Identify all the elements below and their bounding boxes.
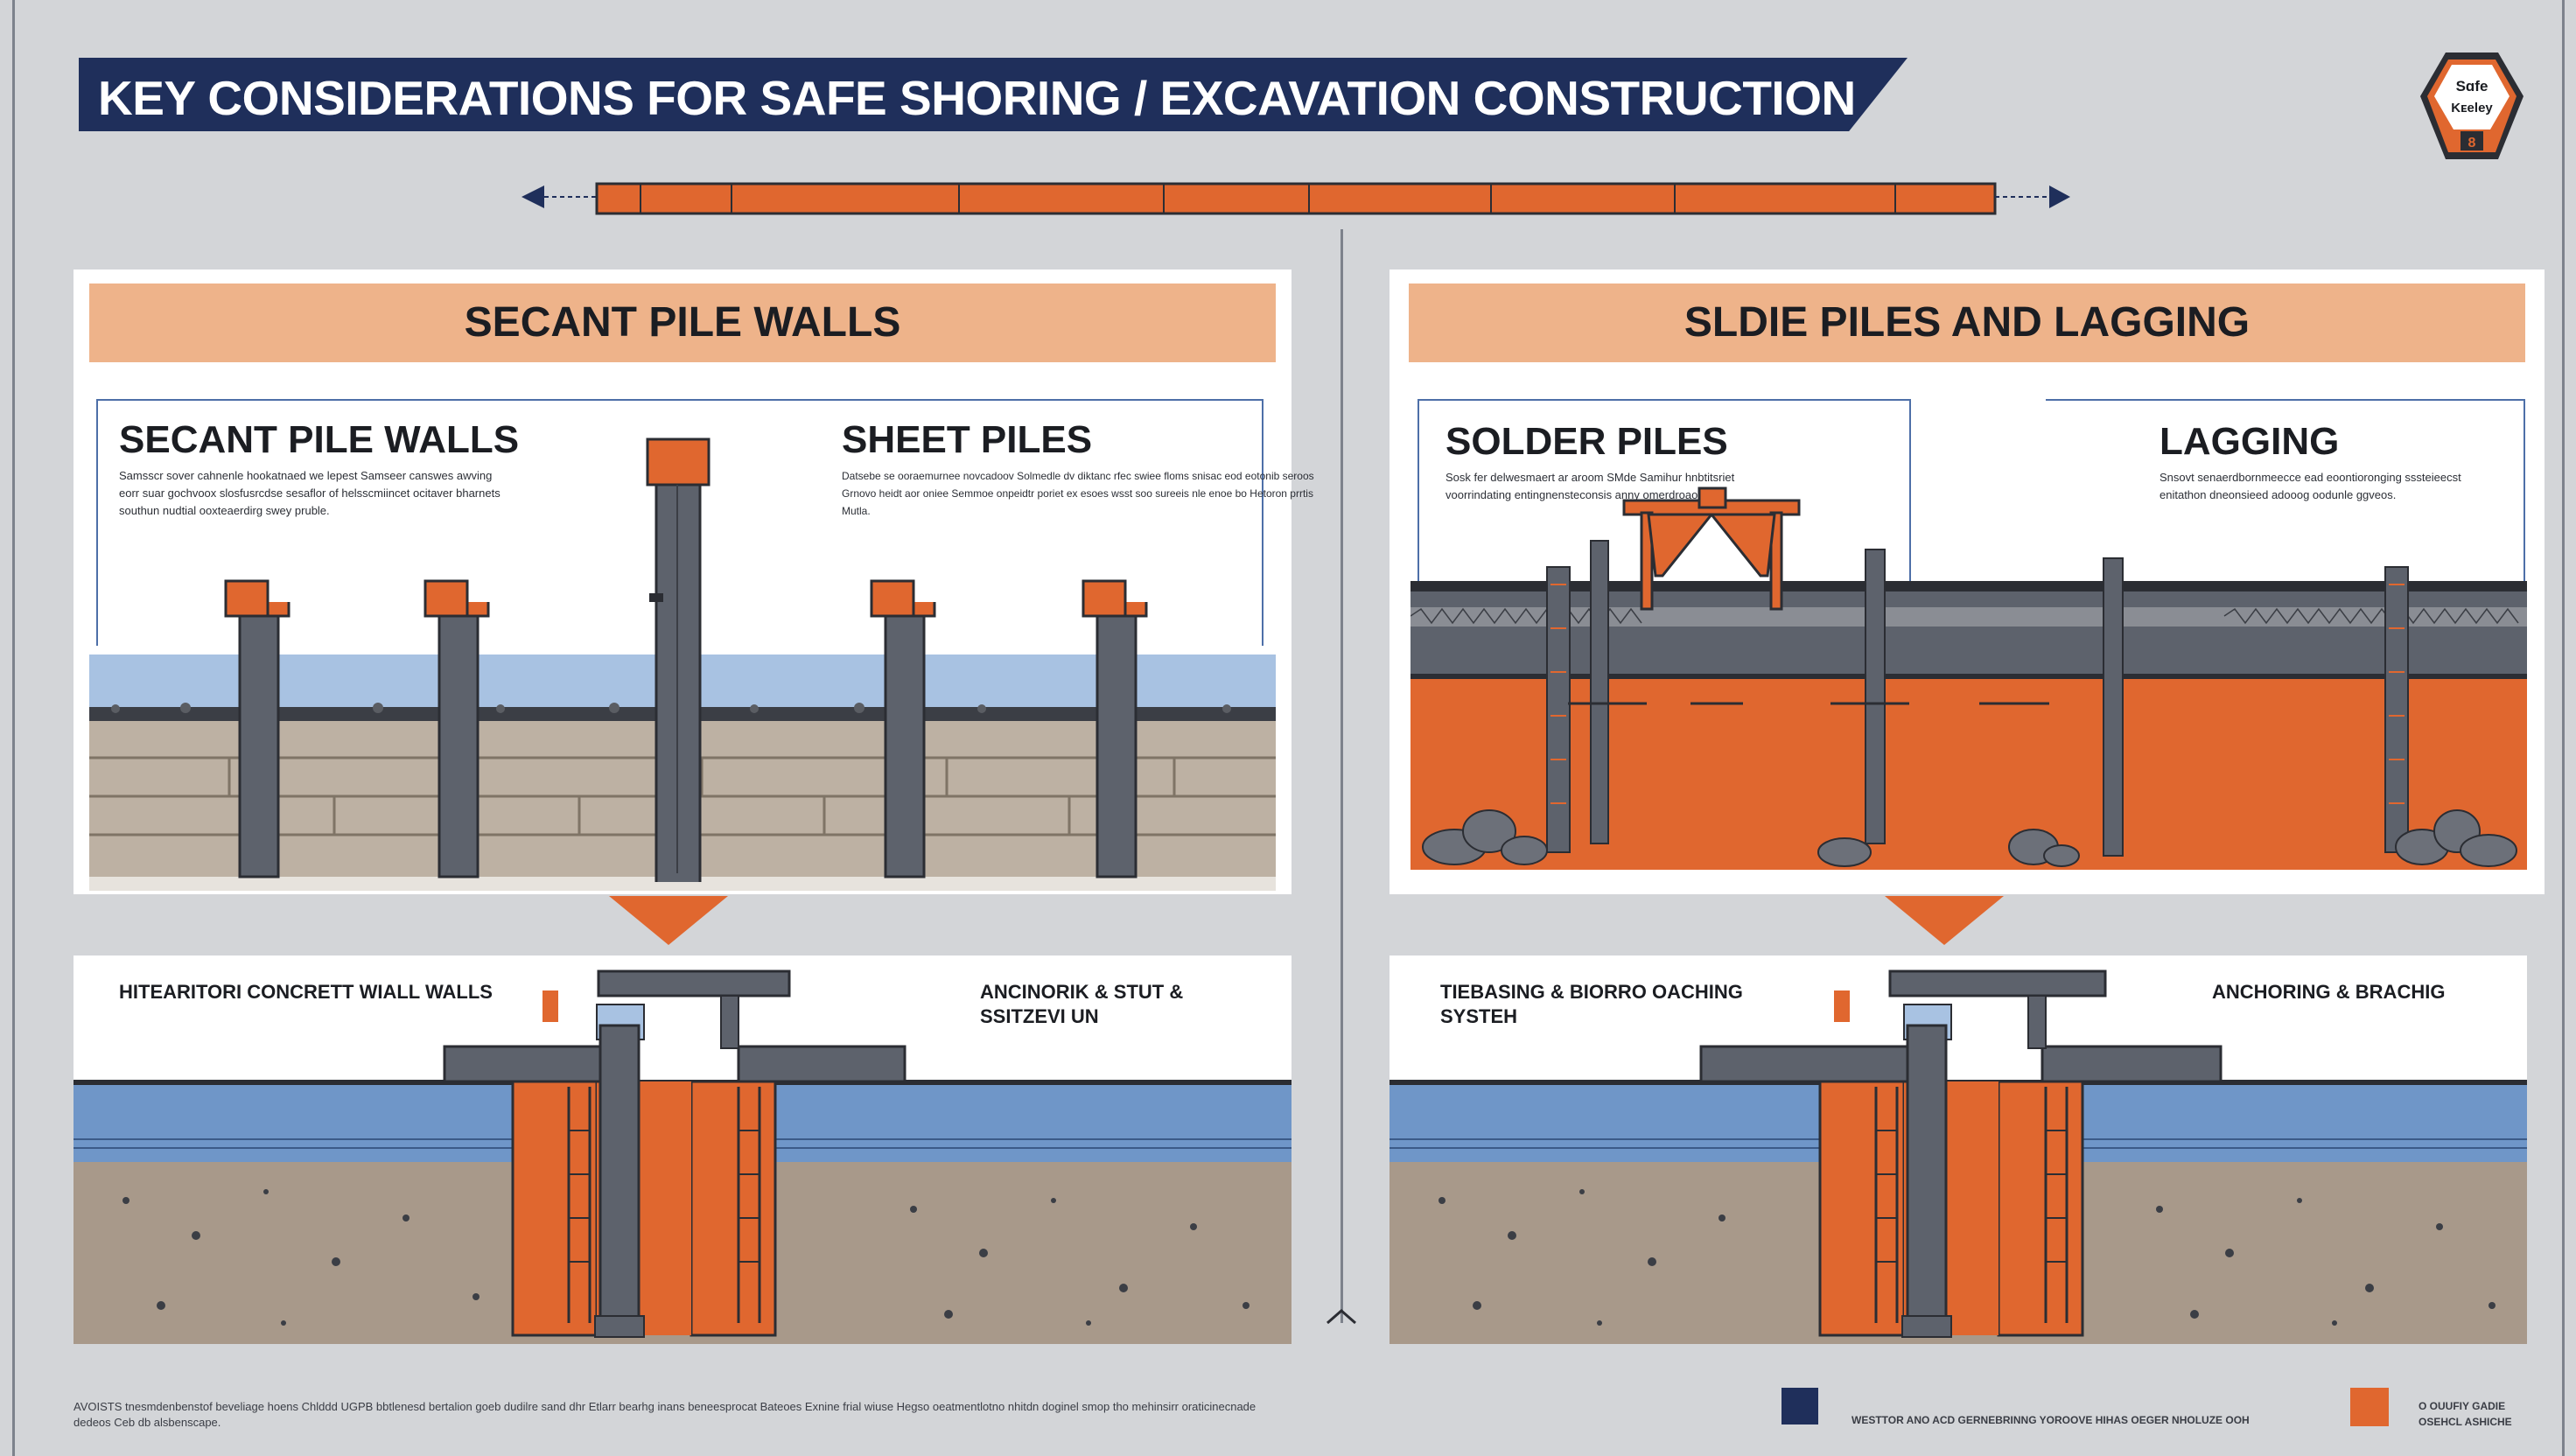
badge-line1: Sɑfe bbox=[2456, 78, 2488, 94]
secant-pile-heading: SECANT PILE WALLS bbox=[464, 299, 901, 346]
soldier-description: Sosk fer delwesmaert ar aroom SMde Samih… bbox=[1446, 471, 1735, 501]
divider-end-arrow-icon bbox=[1326, 1309, 1356, 1325]
legend-label-navy: WESTTOR ANO ACD GERNEBRINNG YOROOVE HIHA… bbox=[1852, 1414, 2250, 1426]
center-divider bbox=[1340, 229, 1343, 1323]
concrete-wall-illustration bbox=[74, 970, 1292, 1344]
soldier-pile-panel: SLDIE PILES AND LAGGING SOLDER PILES Sos… bbox=[1390, 270, 2544, 894]
left-border-rule bbox=[12, 0, 15, 1456]
lagging-subtitle: LAGGING bbox=[2160, 420, 2340, 463]
soldier-pile-heading-bar: SLDIE PILES AND LAGGING bbox=[1409, 284, 2525, 362]
bracing-system-label: TIEBASING & BIORRO OACHING SYSTEH bbox=[1440, 981, 1743, 1027]
timeline-bar bbox=[522, 182, 2070, 215]
rock-piles bbox=[1422, 809, 2517, 867]
concrete-wall-panel: HITEARITORI CONCRETT WIALL WALLS ANCINOR… bbox=[74, 956, 1292, 1344]
badge-line2: Kᴇeley bbox=[2451, 101, 2493, 116]
secant-subtitle: SECANT PILE WALLS bbox=[119, 418, 520, 461]
title-banner: KEY CONSIDERATIONS FOR SAFE SHORING / EX… bbox=[79, 58, 1908, 131]
lagging-description: Snsovt senaerdbornmeecce ead eoontiorong… bbox=[2160, 471, 2461, 501]
soldier-pile-heading: SLDIE PILES AND LAGGING bbox=[1684, 299, 2250, 346]
page-title: KEY CONSIDERATIONS FOR SAFE SHORING / EX… bbox=[98, 71, 1856, 125]
timeline-right-arrow-icon bbox=[2049, 186, 2070, 208]
anchor-strut-label: ANCINORIK & STUT & SSITZEVI UN bbox=[980, 981, 1184, 1027]
sheet-pile-column bbox=[646, 438, 710, 882]
anchoring-bracing-label: ANCHORING & BRACHIG bbox=[2212, 981, 2446, 1003]
legend-swatch-orange bbox=[2350, 1388, 2389, 1426]
badge-mark: 8 bbox=[2468, 136, 2476, 150]
secant-pile-panel: SECANT PILE WALLS SECANT PILE WALLS Sams… bbox=[74, 270, 1314, 894]
right-border-rule bbox=[2562, 0, 2565, 1456]
secant-pile-heading-bar: SECANT PILE WALLS bbox=[89, 284, 1276, 362]
soldier-subtitle: SOLDER PILES bbox=[1446, 420, 1728, 463]
left-down-pointer-icon bbox=[609, 896, 728, 945]
soldier-pile-illustration bbox=[1410, 486, 2527, 870]
legend-swatch-navy bbox=[1782, 1388, 1818, 1424]
safety-badge-icon: Sɑfe Kᴇeley 8 bbox=[2420, 52, 2524, 159]
legend-label-orange-line2: OSEHCL ASHICHE bbox=[2418, 1416, 2512, 1428]
bracing-panel: TIEBASING & BIORRO OACHING SYSTEH ANCHOR… bbox=[1390, 956, 2527, 1344]
legend-label-orange-line1: O OUUFIY GADIE bbox=[2418, 1400, 2506, 1412]
secant-text-box bbox=[96, 399, 1264, 646]
sheet-piles-description: Datsebe se ooraemurnee novcadoov Solmedl… bbox=[842, 470, 1314, 517]
right-down-pointer-icon bbox=[1885, 896, 2004, 945]
timeline-left-arrow-icon bbox=[522, 186, 544, 208]
soldier-a-frame bbox=[1622, 486, 1801, 611]
sheet-piles-subtitle: SHEET PILES bbox=[842, 418, 1093, 461]
footer-note-line1: AVOISTS tnesmdenbenstof beveliage hoens … bbox=[74, 1400, 1256, 1413]
concrete-wall-label: HITEARITORI CONCRETT WIALL WALLS bbox=[119, 981, 493, 1003]
pile-cap-row bbox=[224, 579, 1127, 618]
secant-description: Samsscr sover cahnenle hookatnaed we lep… bbox=[119, 469, 500, 517]
footer-note-line2: dedeos Ceb db alsbenscape. bbox=[74, 1416, 221, 1429]
bracing-illustration bbox=[1390, 970, 2527, 1344]
